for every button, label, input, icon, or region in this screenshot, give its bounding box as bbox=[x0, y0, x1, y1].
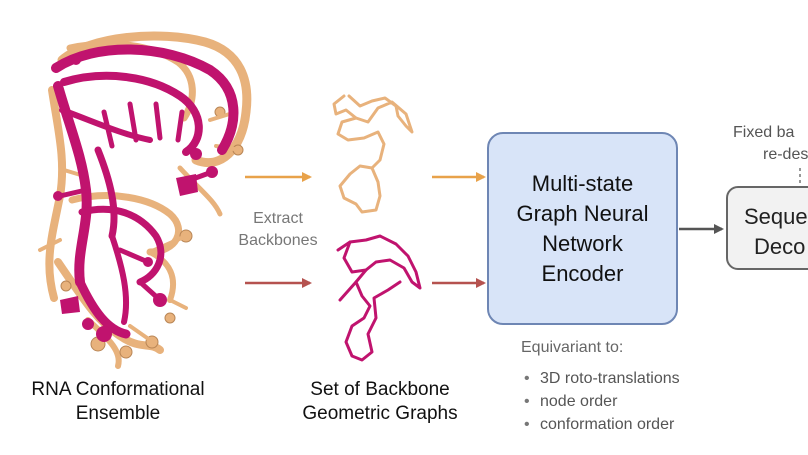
encoder-line2: Graph Neural bbox=[516, 200, 649, 226]
graphs-caption: Set of Backbone Geometric Graphs bbox=[282, 378, 478, 426]
extract-backbones-label: Extract Backbones bbox=[224, 208, 332, 252]
encoder-box: Multi-state Graph Neural Network Encoder bbox=[487, 132, 678, 325]
ensemble-caption: RNA Conformational Ensemble bbox=[18, 378, 218, 426]
equivariance-item-text: conformation order bbox=[540, 416, 675, 433]
decoder-label: Seque Deco bbox=[744, 202, 808, 262]
fixed-backbone-line1: Fixed ba bbox=[733, 124, 795, 141]
equivariance-title: Equivariant to: bbox=[521, 339, 624, 356]
encoder-label: Multi-state Graph Neural Network Encoder bbox=[516, 169, 648, 289]
equivariance-item-text: 3D roto-translations bbox=[540, 370, 680, 387]
magenta-backbone-graph bbox=[336, 234, 422, 362]
decoder-line1: Seque bbox=[744, 204, 808, 229]
decoder-line2: Deco bbox=[754, 234, 806, 259]
equivariance-list: •3D roto-translations •node order •confo… bbox=[524, 367, 680, 436]
encoder-line3: Network bbox=[542, 230, 623, 256]
fixed-backbone-line2: re-des bbox=[763, 146, 808, 163]
equivariance-item: •conformation order bbox=[524, 416, 675, 433]
tan-backbone-graph bbox=[336, 94, 414, 214]
encoder-line1: Multi-state bbox=[531, 170, 634, 196]
rna-ensemble-illustration bbox=[38, 31, 252, 369]
equivariance-item: •node order bbox=[524, 393, 618, 410]
ensemble-caption-line1: RNA Conformational bbox=[31, 379, 205, 400]
graphs-caption-line2: Geometric Graphs bbox=[302, 403, 458, 424]
encoder-line4: Encoder bbox=[541, 260, 624, 286]
decoder-box: Seque Deco bbox=[726, 186, 808, 270]
graphs-caption-line1: Set of Backbone bbox=[310, 379, 450, 400]
extract-label-line2: Backbones bbox=[238, 232, 318, 249]
equivariance-item: •3D roto-translations bbox=[524, 370, 680, 387]
fixed-backbone-note: Fixed ba re-des bbox=[733, 122, 808, 166]
ensemble-caption-line2: Ensemble bbox=[75, 403, 161, 424]
extract-label-line1: Extract bbox=[253, 210, 303, 227]
equivariance-item-text: node order bbox=[540, 393, 618, 410]
